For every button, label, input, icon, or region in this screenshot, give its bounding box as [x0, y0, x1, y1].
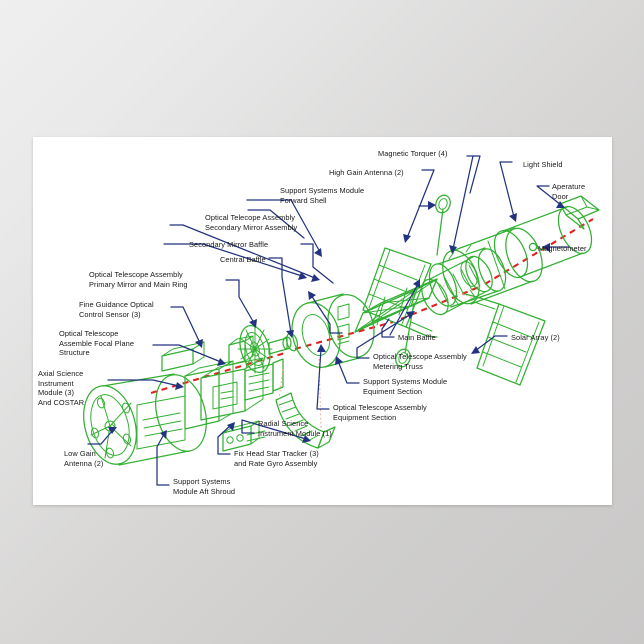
label-ssm-equiment-section: Support Systems Module Equiment Section: [363, 377, 448, 396]
label-ota-equipment-section: Optical Telescope Assembly Equipment Sec…: [333, 403, 427, 422]
label-light-shield: Light Shield: [523, 160, 563, 169]
secondary-mirror-assembly: [460, 261, 478, 287]
magnetic-torquer-upper: [448, 244, 472, 260]
label-magnetometer: Magnetometer: [538, 244, 587, 253]
label-secondary-mirror-baffle: Secondary Mirror Baffle: [189, 240, 269, 249]
label-ota-focal-plane-structure: Optical Telescope Assemble Focal Plane S…: [59, 329, 135, 358]
label-fix-head-star-tracker: Fix Head Star Tracker (3) and Rate Gyro …: [234, 449, 319, 468]
label-ssm-forward-shell: Support Systems Module Forward Shell: [280, 186, 365, 205]
radial-si-module: [275, 358, 336, 449]
label-fine-guidance-optical-control-sensor: Fine Guidance Optical Control Sensor (3): [79, 300, 154, 319]
label-axial-science-instrument-module: Axial Science Instrument Module (3) And …: [38, 369, 85, 407]
label-main-baffle: Main Baffle: [398, 333, 436, 342]
label-ssm-aft-shroud: Support Systems Module Aft Shroud: [173, 477, 236, 496]
high-gain-antenna-upper: [435, 194, 451, 256]
optical-axis: [150, 218, 594, 395]
main-baffle: [421, 255, 493, 316]
label-central-baffle: Central Baffle: [220, 255, 266, 264]
label-aperature-door: Aperature Door: [552, 182, 586, 201]
solar-array-lower: [438, 283, 546, 386]
primary-mirror-main-ring: [237, 324, 292, 374]
label-high-gain-antenna: High Gain Antenna (2): [329, 168, 404, 177]
label-ota-primary-mirror-main-ring: Optical Telescope Assembly Primary Mirro…: [89, 270, 188, 289]
magnetic-torquer-lower: [452, 289, 476, 305]
label-radial-science-instrument-module: Radial Science Instrument Module (1): [258, 419, 332, 438]
label-ota-metering-truss: Optical Telescope Assembly Metering Trus…: [373, 352, 467, 371]
label-solar-array: Solar Array (2): [511, 333, 560, 342]
label-magnetic-torquer: Magnetic Torquer (4): [378, 149, 448, 158]
forward-shell: [442, 227, 543, 305]
aft-shroud-drum: [83, 373, 207, 466]
label-low-gain-antenna: Low Gain Antenna (2): [64, 449, 104, 468]
hubble-exploded-diagram: .g { fill:none; stroke:#33b033; stroke-w…: [33, 137, 612, 505]
aperture-door: [559, 195, 600, 230]
axial-si-module: [184, 360, 234, 430]
fgs-sensor: [161, 341, 205, 372]
label-ota-secondary-mirror-assembly: Optical Telecope Assembly Secondary Mirr…: [205, 213, 298, 232]
magnetometer: [528, 242, 546, 252]
ssm-equipment-section: [428, 247, 507, 308]
leader-lines: [87, 155, 570, 486]
poster-sheet: .g { fill:none; stroke:#33b033; stroke-w…: [33, 137, 612, 505]
